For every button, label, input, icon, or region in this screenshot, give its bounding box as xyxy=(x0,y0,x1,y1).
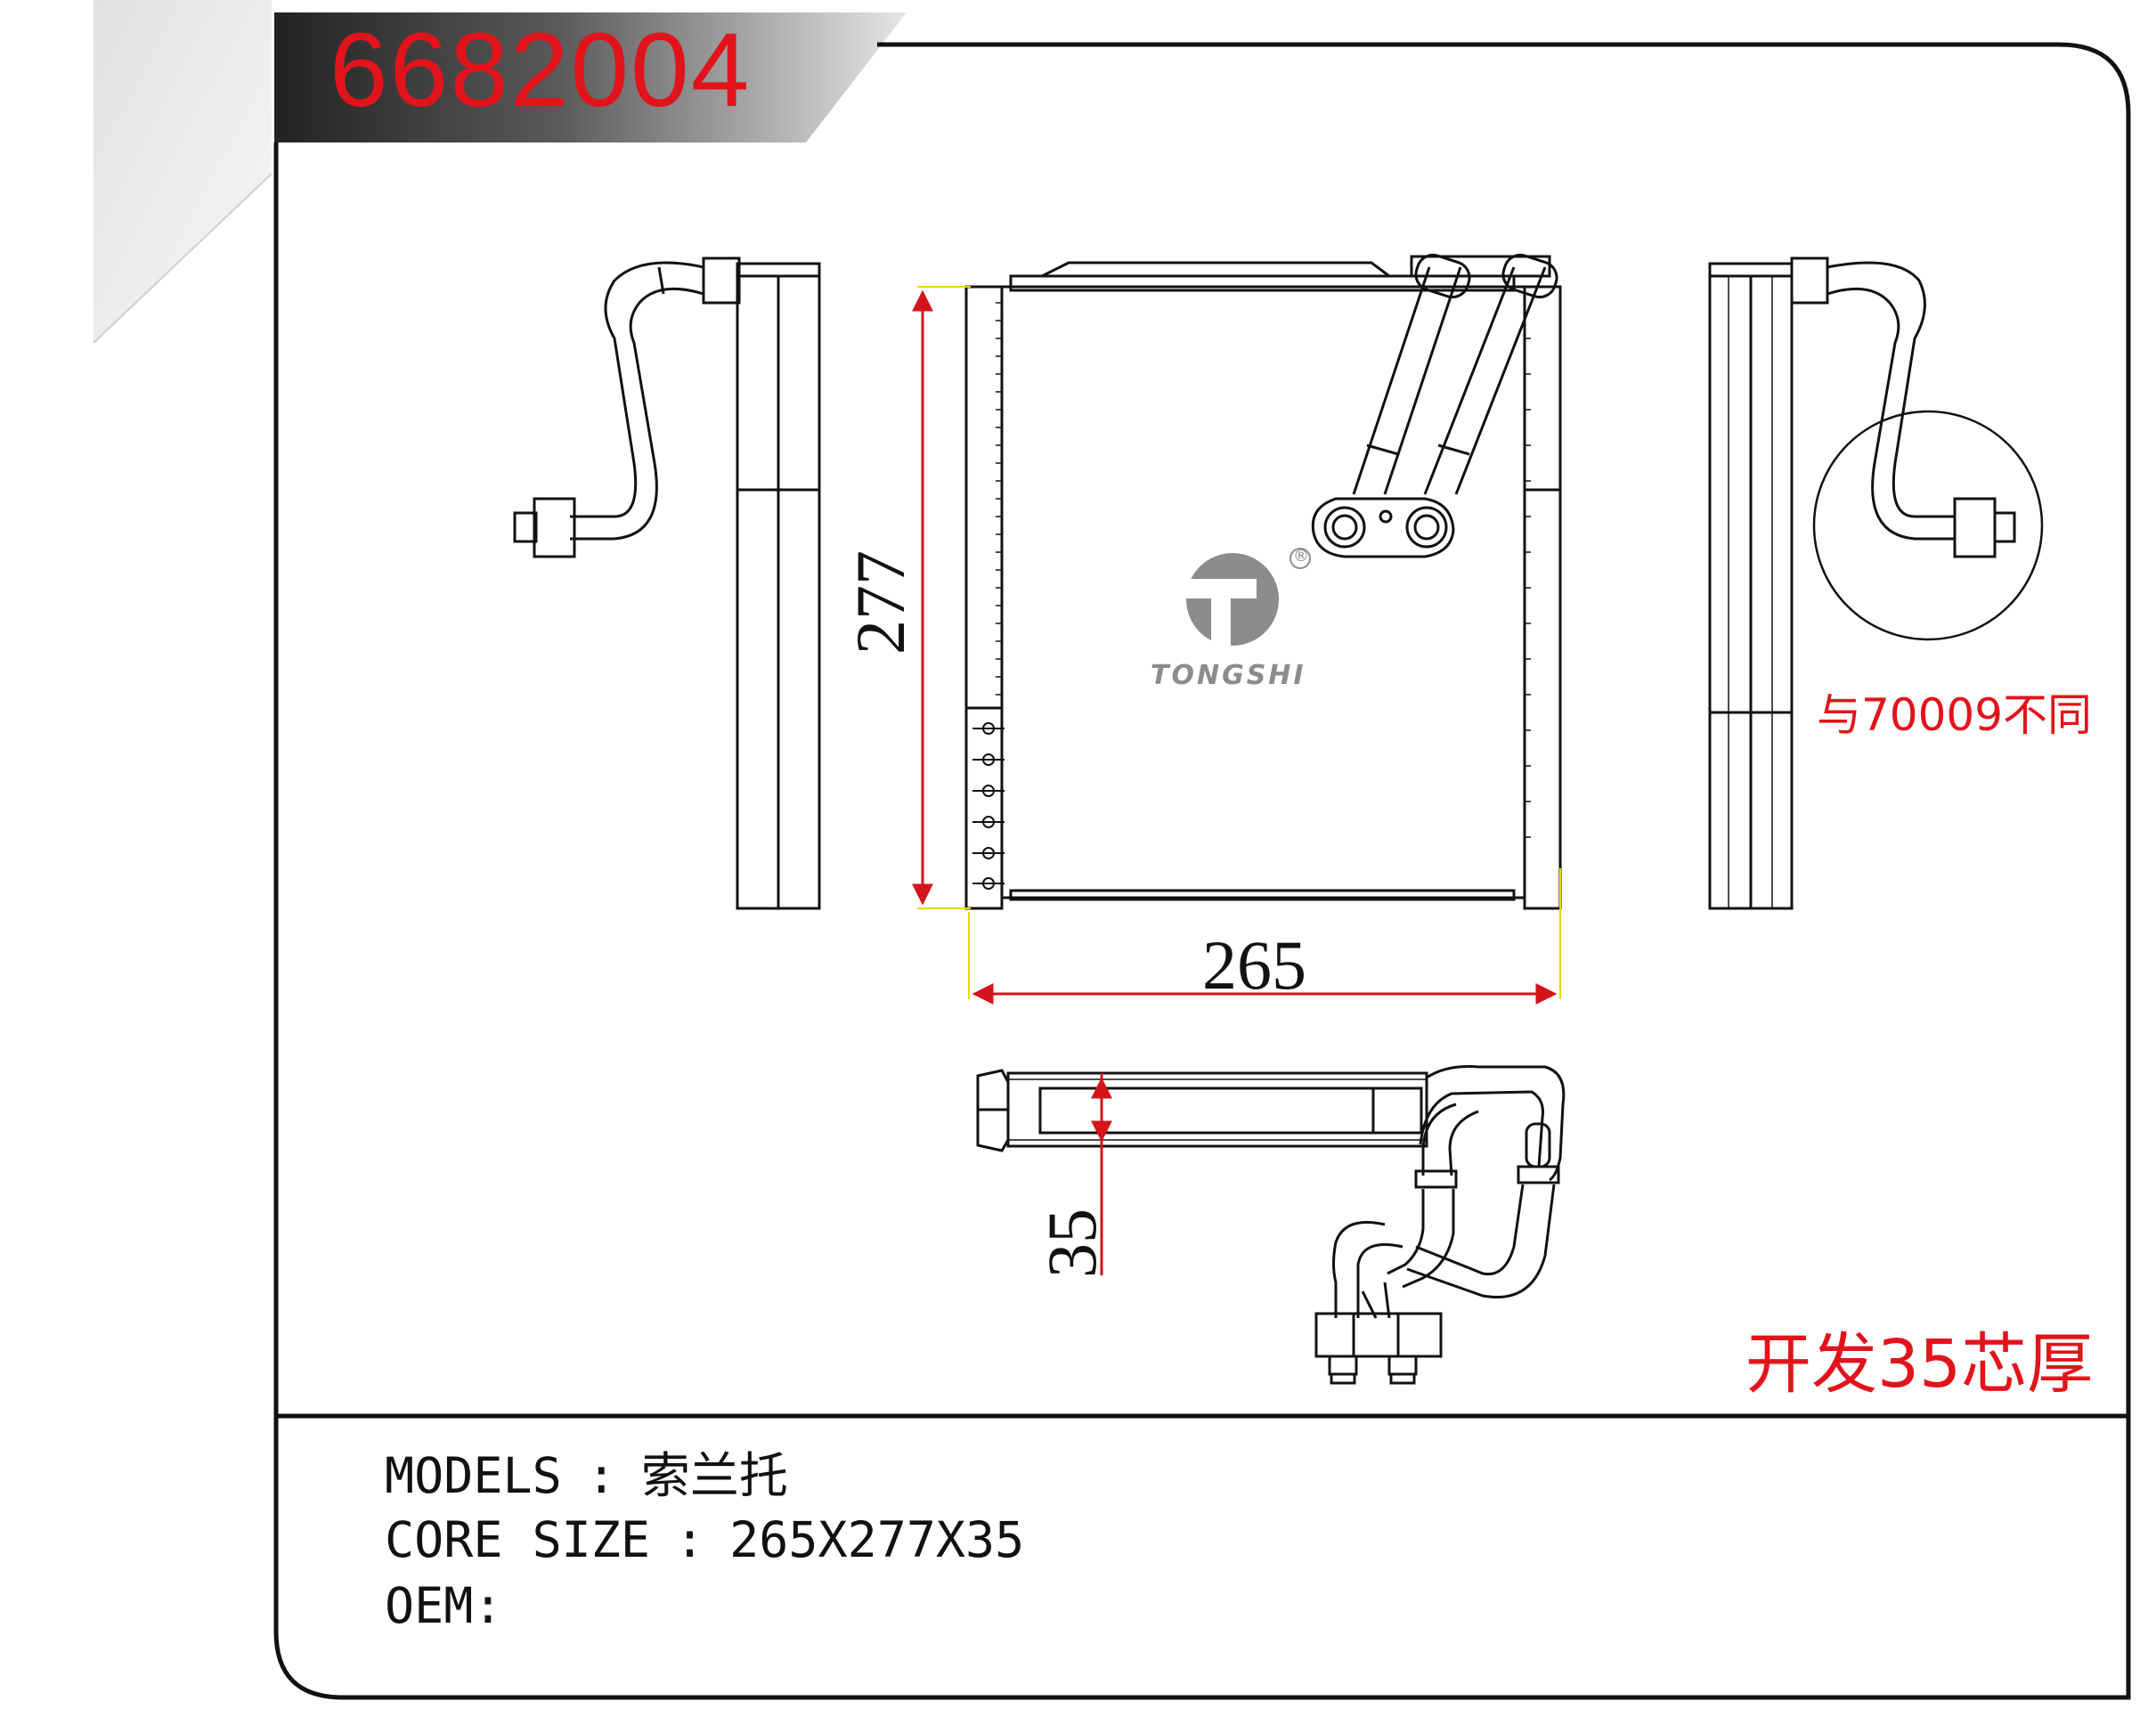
left-side-view xyxy=(513,256,821,910)
core-size-label: CORE SIZE xyxy=(385,1511,651,1568)
header-banner xyxy=(274,12,907,142)
part-number: 6682004 xyxy=(330,12,752,129)
height-dimension-label: 277 xyxy=(842,550,919,655)
width-dimension xyxy=(968,868,1561,1005)
thickness-dimension-label: 35 xyxy=(1033,1209,1111,1278)
core-size-value: 265X277X35 xyxy=(729,1511,1025,1568)
models-separator: : xyxy=(586,1447,616,1504)
top-view xyxy=(976,1065,1566,1385)
thickness-note: 开发35芯厚 xyxy=(1745,1326,2094,1403)
core-size-row: CORE SIZE:265X277X35 xyxy=(385,1516,1024,1565)
width-dimension-label: 265 xyxy=(1202,926,1306,1004)
highlight-circle xyxy=(1812,410,2044,641)
outer-frame xyxy=(273,42,2131,1700)
tongshi-logo-icon xyxy=(1181,548,1311,650)
height-dimension xyxy=(912,286,971,909)
registered-mark: ® xyxy=(1293,547,1309,566)
front-view xyxy=(964,253,1562,910)
difference-note: 与70009不同 xyxy=(1817,689,2093,741)
models-value: 索兰托 xyxy=(640,1447,788,1504)
brand-logo-text: TONGSHI xyxy=(1151,660,1306,691)
models-row: MODELS:索兰托 xyxy=(385,1452,788,1501)
oem-label: OEM: xyxy=(385,1577,503,1634)
models-label: MODELS xyxy=(385,1447,562,1504)
page-fold xyxy=(94,0,272,343)
oem-row: OEM: xyxy=(385,1582,502,1631)
core-size-separator: : xyxy=(675,1511,705,1568)
right-side-view xyxy=(1708,256,2044,910)
